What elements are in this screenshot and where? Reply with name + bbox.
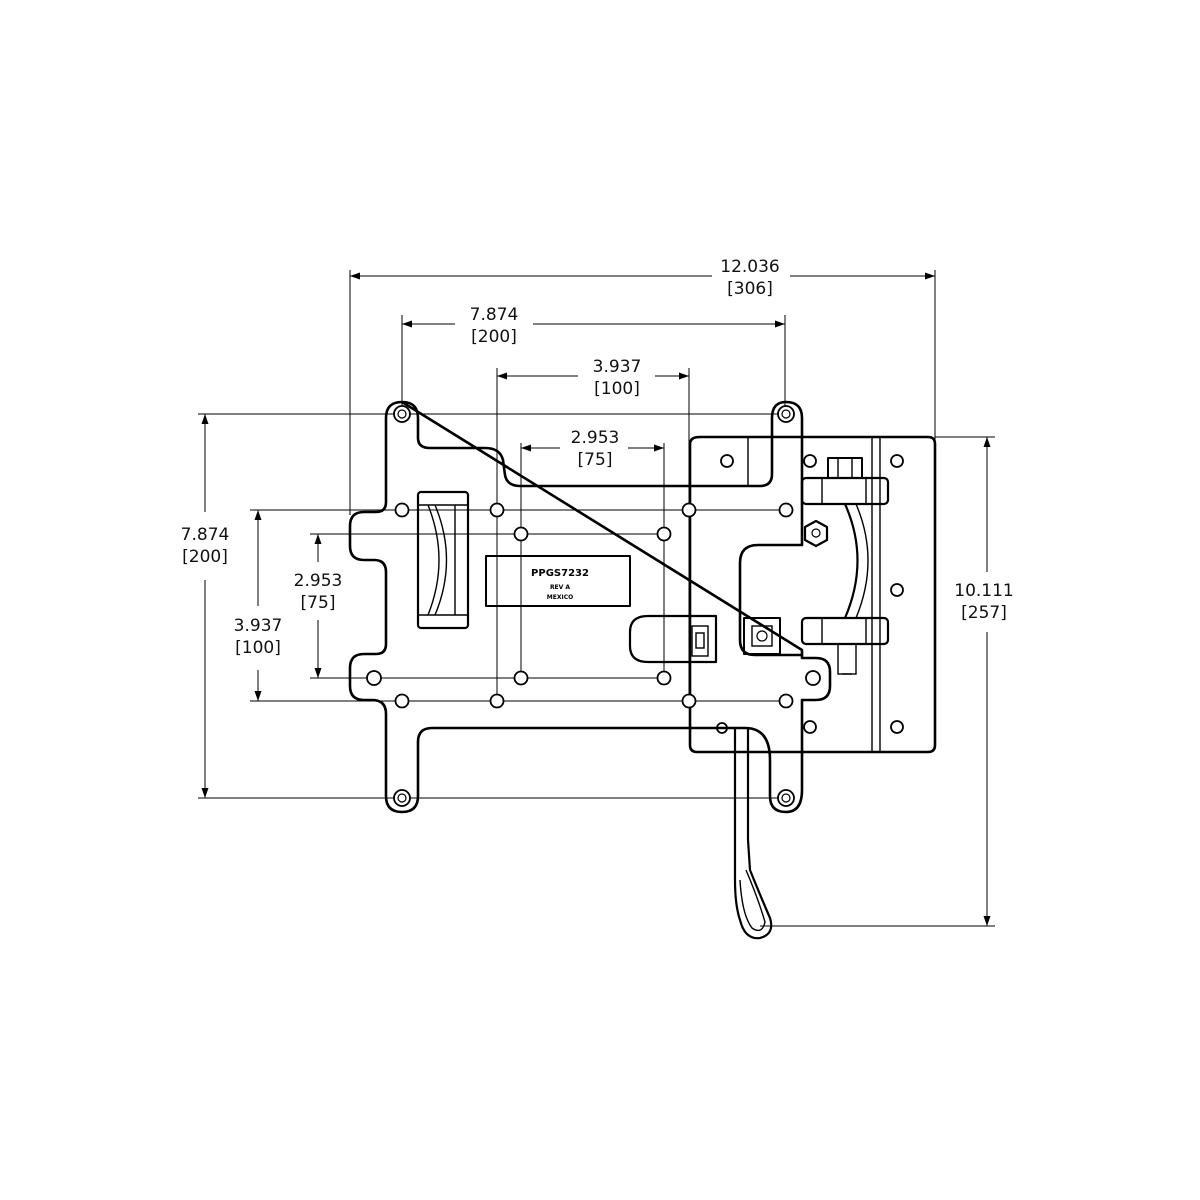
vesa-hole — [681, 693, 697, 709]
dim-inner-width-100-mm: [100] — [594, 379, 640, 399]
dim-overall-height-value: 10.111 — [954, 581, 1013, 601]
vesa-hole — [777, 405, 795, 423]
vesa-hole — [778, 502, 794, 518]
dim-overall-width-mm: [306] — [727, 279, 773, 299]
dim-outer-height-value: 7.874 — [181, 525, 230, 545]
dim-overall-height-mm: [257] — [961, 603, 1007, 623]
vesa-hole — [366, 670, 382, 686]
dim-overall-width-value: 12.036 — [720, 257, 779, 277]
vesa-hole — [393, 789, 411, 807]
dim-height-100-value: 3.937 — [234, 616, 283, 636]
vesa-hole — [681, 502, 697, 518]
vesa-hole — [656, 526, 672, 542]
part-label: PPGS7232 REV A MEXICO — [485, 555, 631, 607]
vesa-holes — [366, 405, 821, 807]
vesa-hole — [394, 502, 410, 518]
vesa-hole — [805, 670, 821, 686]
dim-height-75-value: 2.953 — [294, 571, 343, 591]
part-origin: MEXICO — [547, 594, 573, 601]
vesa-hole — [489, 693, 505, 709]
left-spring-slot — [416, 490, 470, 630]
dim-outer-holes-width-value: 7.874 — [470, 305, 519, 325]
hinge-clamp — [743, 457, 890, 675]
vesa-hole — [777, 789, 795, 807]
right-bracket — [688, 435, 937, 754]
part-revision: REV A — [550, 584, 570, 591]
vesa-hole — [656, 670, 672, 686]
vesa-hole — [394, 693, 410, 709]
dim-outer-height-mm: [200] — [182, 547, 228, 567]
vesa-hole — [393, 405, 411, 423]
dim-height-100-mm: [100] — [235, 638, 281, 658]
dim-inner-width-100-value: 3.937 — [593, 357, 642, 377]
dim-inner-width-75-value: 2.953 — [571, 428, 620, 448]
vesa-hole — [489, 502, 505, 518]
part-number: PPGS7232 — [531, 568, 589, 579]
dim-outer-holes-width-mm: [200] — [471, 327, 517, 347]
vesa-hole — [778, 693, 794, 709]
latch-slot — [628, 614, 718, 664]
bolt-hex — [803, 519, 829, 548]
dimension-texts: 12.036 [306] 7.874 [200] 3.937 [100] 2.9… — [181, 257, 1014, 658]
dim-height-75-mm: [75] — [301, 593, 336, 613]
dim-inner-width-75-mm: [75] — [578, 450, 613, 470]
vesa-hole — [513, 670, 529, 686]
vesa-hole — [513, 526, 529, 542]
pull-handle — [733, 728, 773, 940]
dimension-lines — [201, 272, 991, 926]
